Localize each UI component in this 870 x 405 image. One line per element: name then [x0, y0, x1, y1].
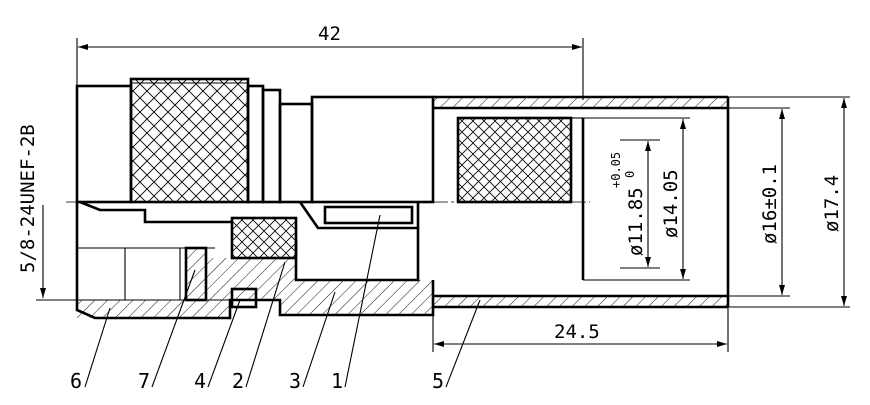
bore-tolerance-upper: +0.05: [609, 152, 623, 188]
connector-upper-view: [75, 77, 730, 307]
diameter-dimensions: ø17.4 ø16±0.1 ø14.05 ø11.85 +0.05 0: [583, 96, 850, 308]
callout-7: 7: [138, 369, 150, 393]
bore-diameter-label: ø11.85: [625, 187, 647, 256]
thread-spec-label: 5/8-24UNEF-2B: [17, 124, 39, 273]
overall-length-dimension: 42: [76, 23, 584, 100]
thread-dimension: 5/8-24UNEF-2B: [17, 124, 77, 301]
callout-1: 1: [331, 369, 343, 393]
tube-length-dimension: 24.5: [432, 307, 729, 352]
callout-6: 6: [70, 369, 82, 393]
inner-diameter-label: ø14.05: [660, 169, 682, 238]
bore-tolerance-lower: 0: [623, 171, 637, 178]
callouts: 6 7 4 2 3 1 5: [70, 214, 481, 393]
overall-length-label: 42: [318, 23, 341, 45]
callout-3: 3: [289, 369, 301, 393]
callout-5: 5: [432, 369, 444, 393]
outer-diameter-label: ø17.4: [821, 175, 843, 232]
tube-length-label: 24.5: [554, 321, 600, 343]
connector-section-view: [75, 200, 728, 320]
callout-4: 4: [194, 369, 206, 393]
callout-2: 2: [232, 369, 244, 393]
outer-tolerance-diameter-label: ø16±0.1: [759, 164, 781, 244]
